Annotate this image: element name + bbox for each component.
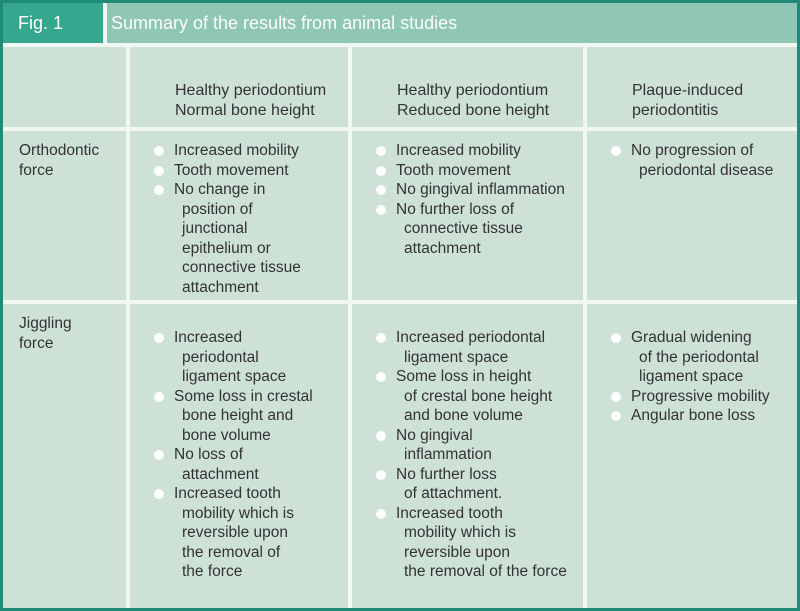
list-item-text: Increased tooth mobility which is revers… — [174, 485, 294, 580]
column-header-healthy-reduced: Healthy periodontium Reduced bone height — [352, 47, 583, 127]
bullet-icon — [376, 333, 386, 343]
list-item: No further loss of connective tissue att… — [376, 200, 579, 259]
list-item-text: No further loss of connective tissue att… — [396, 200, 523, 257]
summary-table: Healthy periodontium Normal bone height … — [3, 47, 797, 608]
figure-label-box: Fig. 1 — [3, 3, 103, 43]
list-item: Increased mobility — [154, 141, 344, 161]
list-item: No change in position of junctional epit… — [154, 180, 344, 297]
bullet-icon — [611, 146, 621, 156]
list-item: No gingival inflammation — [376, 426, 579, 465]
bullet-icon — [154, 391, 164, 402]
bullet-icon — [154, 489, 164, 499]
column-header-healthy-normal: Healthy periodontium Normal bone height — [130, 47, 348, 127]
list-item-text: Increased tooth mobility which is revers… — [396, 504, 567, 581]
list-item: No further loss of attachment. — [376, 465, 579, 504]
figure-title-bar: Summary of the results from animal studi… — [107, 3, 797, 43]
list-item: Increased mobility — [376, 141, 579, 161]
bullet-icon — [154, 333, 164, 343]
list-item-text: Angular bone loss — [631, 407, 756, 424]
bullet-icon — [376, 508, 386, 519]
bullet-icon — [154, 146, 164, 156]
list-item-text: No loss of attachment — [174, 446, 259, 483]
list-item-text: No gingival inflammation — [396, 426, 492, 464]
figure-label: Fig. 1 — [18, 12, 64, 33]
list-item-text: Increased mobility — [174, 142, 299, 159]
bullet-icon — [376, 165, 386, 176]
list-item-text: Progressive mobility — [631, 387, 770, 405]
list-item-text: Some loss in crestal bone height and bon… — [174, 387, 313, 444]
bullet-icon — [611, 333, 621, 343]
bullet-icon — [611, 391, 621, 402]
list-item-text: No further loss of attachment. — [396, 465, 503, 503]
list-item-text: No change in position of junctional epit… — [174, 181, 301, 296]
bullet-icon — [154, 450, 164, 460]
list-item: Angular bone loss — [611, 406, 793, 426]
list-item-text: Gradual widening of the periodontal liga… — [631, 329, 759, 385]
bullet-icon — [376, 372, 386, 382]
list-item-text: Increased mobility — [396, 142, 521, 159]
list-item: Increased tooth mobility which is revers… — [376, 504, 579, 582]
list-item-text: Increased periodontal ligament space — [396, 329, 546, 366]
list-item: No progression of periodontal disease — [611, 141, 793, 180]
cell-jiggling-healthy-normal: Increased periodontal ligament space Som… — [130, 304, 348, 608]
bullet-icon — [376, 185, 386, 195]
row-label-jiggling-force: Jiggling force — [3, 304, 126, 608]
list-item: Some loss in height of crestal bone heig… — [376, 367, 579, 426]
list-item-text: Tooth movement — [174, 161, 289, 179]
list-item: Increased periodontal ligament space — [154, 328, 344, 387]
figure-header: Fig. 1 Summary of the results from anima… — [3, 3, 797, 43]
list-item: No gingival inflammation — [376, 180, 579, 200]
bullet-icon — [611, 411, 621, 421]
bullet-icon — [154, 185, 164, 195]
list-item: Increased tooth mobility which is revers… — [154, 484, 344, 582]
bullet-icon — [154, 165, 164, 176]
list-item-text: Increased periodontal ligament space — [174, 329, 287, 385]
figure-frame: Fig. 1 Summary of the results from anima… — [3, 3, 797, 608]
cell-orthodontic-healthy-normal: Increased mobility Tooth movement No cha… — [130, 131, 348, 300]
list-item-text: Tooth movement — [396, 161, 511, 179]
cell-jiggling-healthy-reduced: Increased periodontal ligament space Som… — [352, 304, 583, 608]
list-item: Increased periodontal ligament space — [376, 328, 579, 367]
figure-title: Summary of the results from animal studi… — [111, 12, 458, 33]
list-item: No loss of attachment — [154, 445, 344, 484]
list-item-text: No progression of periodontal disease — [631, 142, 774, 179]
bullet-icon — [376, 146, 386, 156]
list-item-text: No gingival inflammation — [396, 181, 565, 198]
list-item: Tooth movement — [376, 161, 579, 181]
list-item: Progressive mobility — [611, 387, 793, 407]
corner-cell — [3, 47, 126, 127]
list-item: Tooth movement — [154, 161, 344, 181]
bullet-icon — [376, 204, 386, 215]
cell-orthodontic-plaque-induced: No progression of periodontal disease — [587, 131, 797, 300]
list-item: Some loss in crestal bone height and bon… — [154, 387, 344, 446]
cell-orthodontic-healthy-reduced: Increased mobility Tooth movement No gin… — [352, 131, 583, 300]
column-header-plaque-induced: Plaque-induced periodontitis — [587, 47, 797, 127]
list-item: Gradual widening of the periodontal liga… — [611, 328, 793, 387]
list-item-text: Some loss in height of crestal bone heig… — [396, 368, 553, 424]
bullet-icon — [376, 469, 386, 480]
cell-jiggling-plaque-induced: Gradual widening of the periodontal liga… — [587, 304, 797, 608]
row-label-orthodontic-force: Orthodontic force — [3, 131, 126, 300]
bullet-icon — [376, 430, 386, 441]
